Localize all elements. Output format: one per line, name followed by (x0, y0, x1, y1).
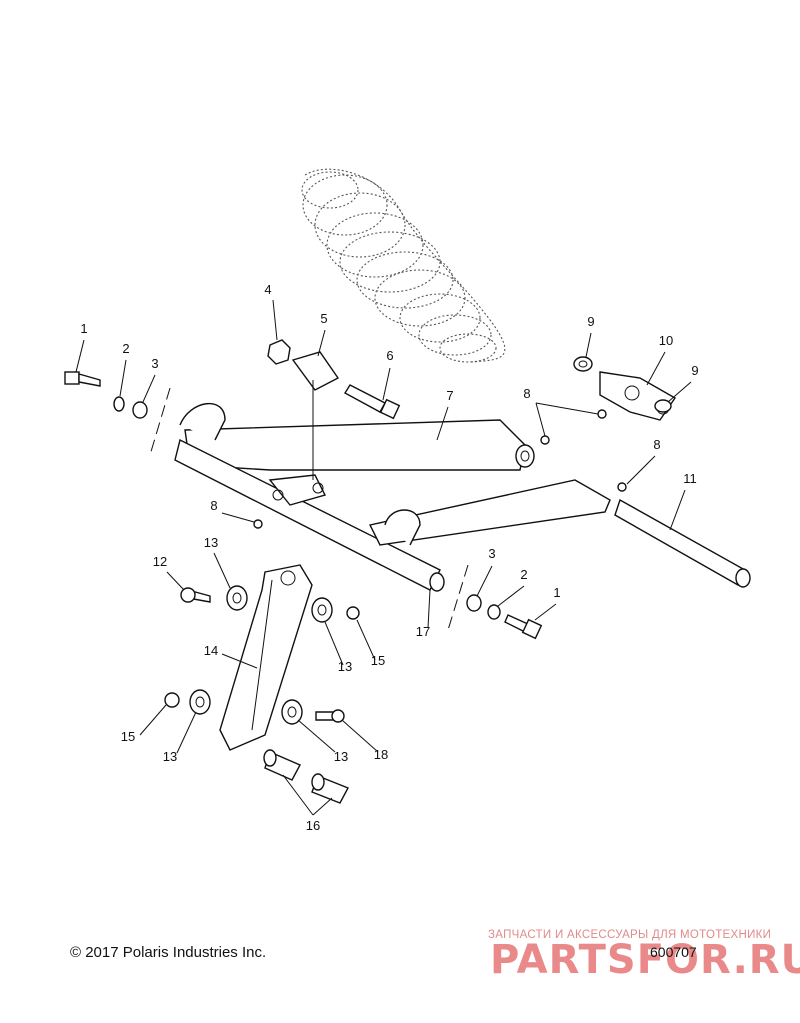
callout-9: 9 (587, 314, 594, 329)
callout-8: 8 (210, 498, 217, 513)
shock-spring-phantom (301, 168, 506, 363)
callout-15: 15 (371, 653, 385, 668)
link-14 (219, 564, 313, 751)
leader-lines (75, 299, 692, 816)
callout-7: 7 (446, 388, 453, 403)
cut-lines (149, 387, 469, 631)
callout-1: 1 (553, 585, 560, 600)
callout-12: 12 (153, 554, 167, 569)
callout-6: 6 (386, 348, 393, 363)
callout-14: 14 (204, 643, 218, 658)
pivot-block-10 (573, 356, 677, 421)
callout-17: 17 (416, 624, 430, 639)
callout-1: 1 (80, 321, 87, 336)
copyright-text: © 2017 Polaris Industries Inc. (70, 944, 267, 961)
callout-5: 5 (320, 311, 327, 326)
callout-3: 3 (151, 356, 158, 371)
callout-2: 2 (122, 341, 129, 356)
callout-13: 13 (334, 749, 348, 764)
callout-13: 13 (204, 535, 218, 550)
callout-3: 3 (488, 546, 495, 561)
callout-10: 10 (659, 333, 673, 348)
callout-16: 16 (306, 818, 320, 833)
callout-18: 18 (374, 747, 388, 762)
callout-4: 4 (264, 282, 271, 297)
figure-number: 600707 (650, 944, 697, 960)
callout-13: 13 (338, 659, 352, 674)
callout-9: 9 (691, 363, 698, 378)
callout-15: 15 (121, 729, 135, 744)
watermark-logo: PARTSFOR.RU (490, 937, 800, 983)
callout-8: 8 (523, 386, 530, 401)
callout-11: 11 (683, 471, 697, 486)
callout-2: 2 (520, 567, 527, 582)
callout-8: 8 (653, 437, 660, 452)
long-tube-11 (368, 479, 751, 588)
rear-arm-7 (179, 403, 535, 471)
callout-13: 13 (163, 749, 177, 764)
watermark-tagline: ЗАПЧАСТИ И АКСЕССУАРЫ ДЛЯ МОТОТЕХНИКИ (488, 929, 772, 941)
hardware (64, 339, 627, 804)
